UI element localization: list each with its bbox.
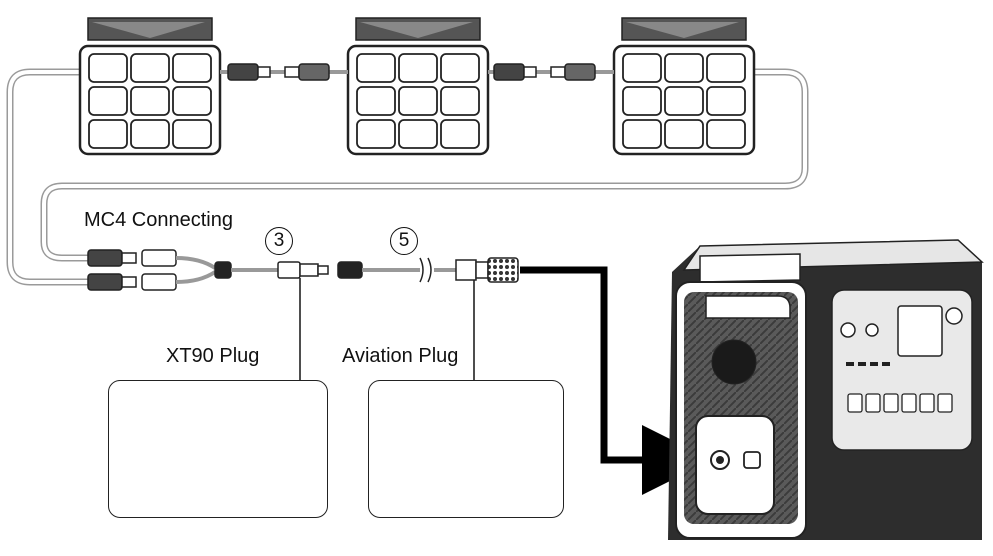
aviation-inline-plug xyxy=(455,257,519,283)
mc4-y-branch xyxy=(87,249,278,291)
aviation-plug-label: Aviation Plug xyxy=(342,345,459,367)
mc4-connector-pair-2 xyxy=(488,63,614,81)
xt90-inline-plug xyxy=(277,257,456,283)
display-screen xyxy=(897,305,943,357)
fan-vent xyxy=(711,339,757,385)
solar-panel-2 xyxy=(346,17,490,156)
solar-panel-3 xyxy=(612,17,756,156)
xt90-plug-label: XT90 Plug xyxy=(166,345,260,367)
xt90-input-port xyxy=(743,451,761,469)
mc4-connector-pair-1 xyxy=(220,63,348,81)
input-arrow xyxy=(520,266,712,495)
step-3-circle: 3 xyxy=(265,227,293,255)
mc4-connecting-label: MC4 Connecting xyxy=(84,209,233,231)
handle xyxy=(699,253,801,283)
power-station xyxy=(668,239,984,540)
xt90-detail-box xyxy=(108,380,328,518)
solar-panel-1 xyxy=(78,17,222,156)
ac-outlets xyxy=(847,393,953,413)
aviation-detail-box xyxy=(368,380,564,518)
usb-ports xyxy=(846,362,890,366)
step-5-circle: 5 xyxy=(390,227,418,255)
input-panel xyxy=(695,415,775,515)
leader-lines xyxy=(299,278,475,380)
power-button xyxy=(945,307,963,325)
